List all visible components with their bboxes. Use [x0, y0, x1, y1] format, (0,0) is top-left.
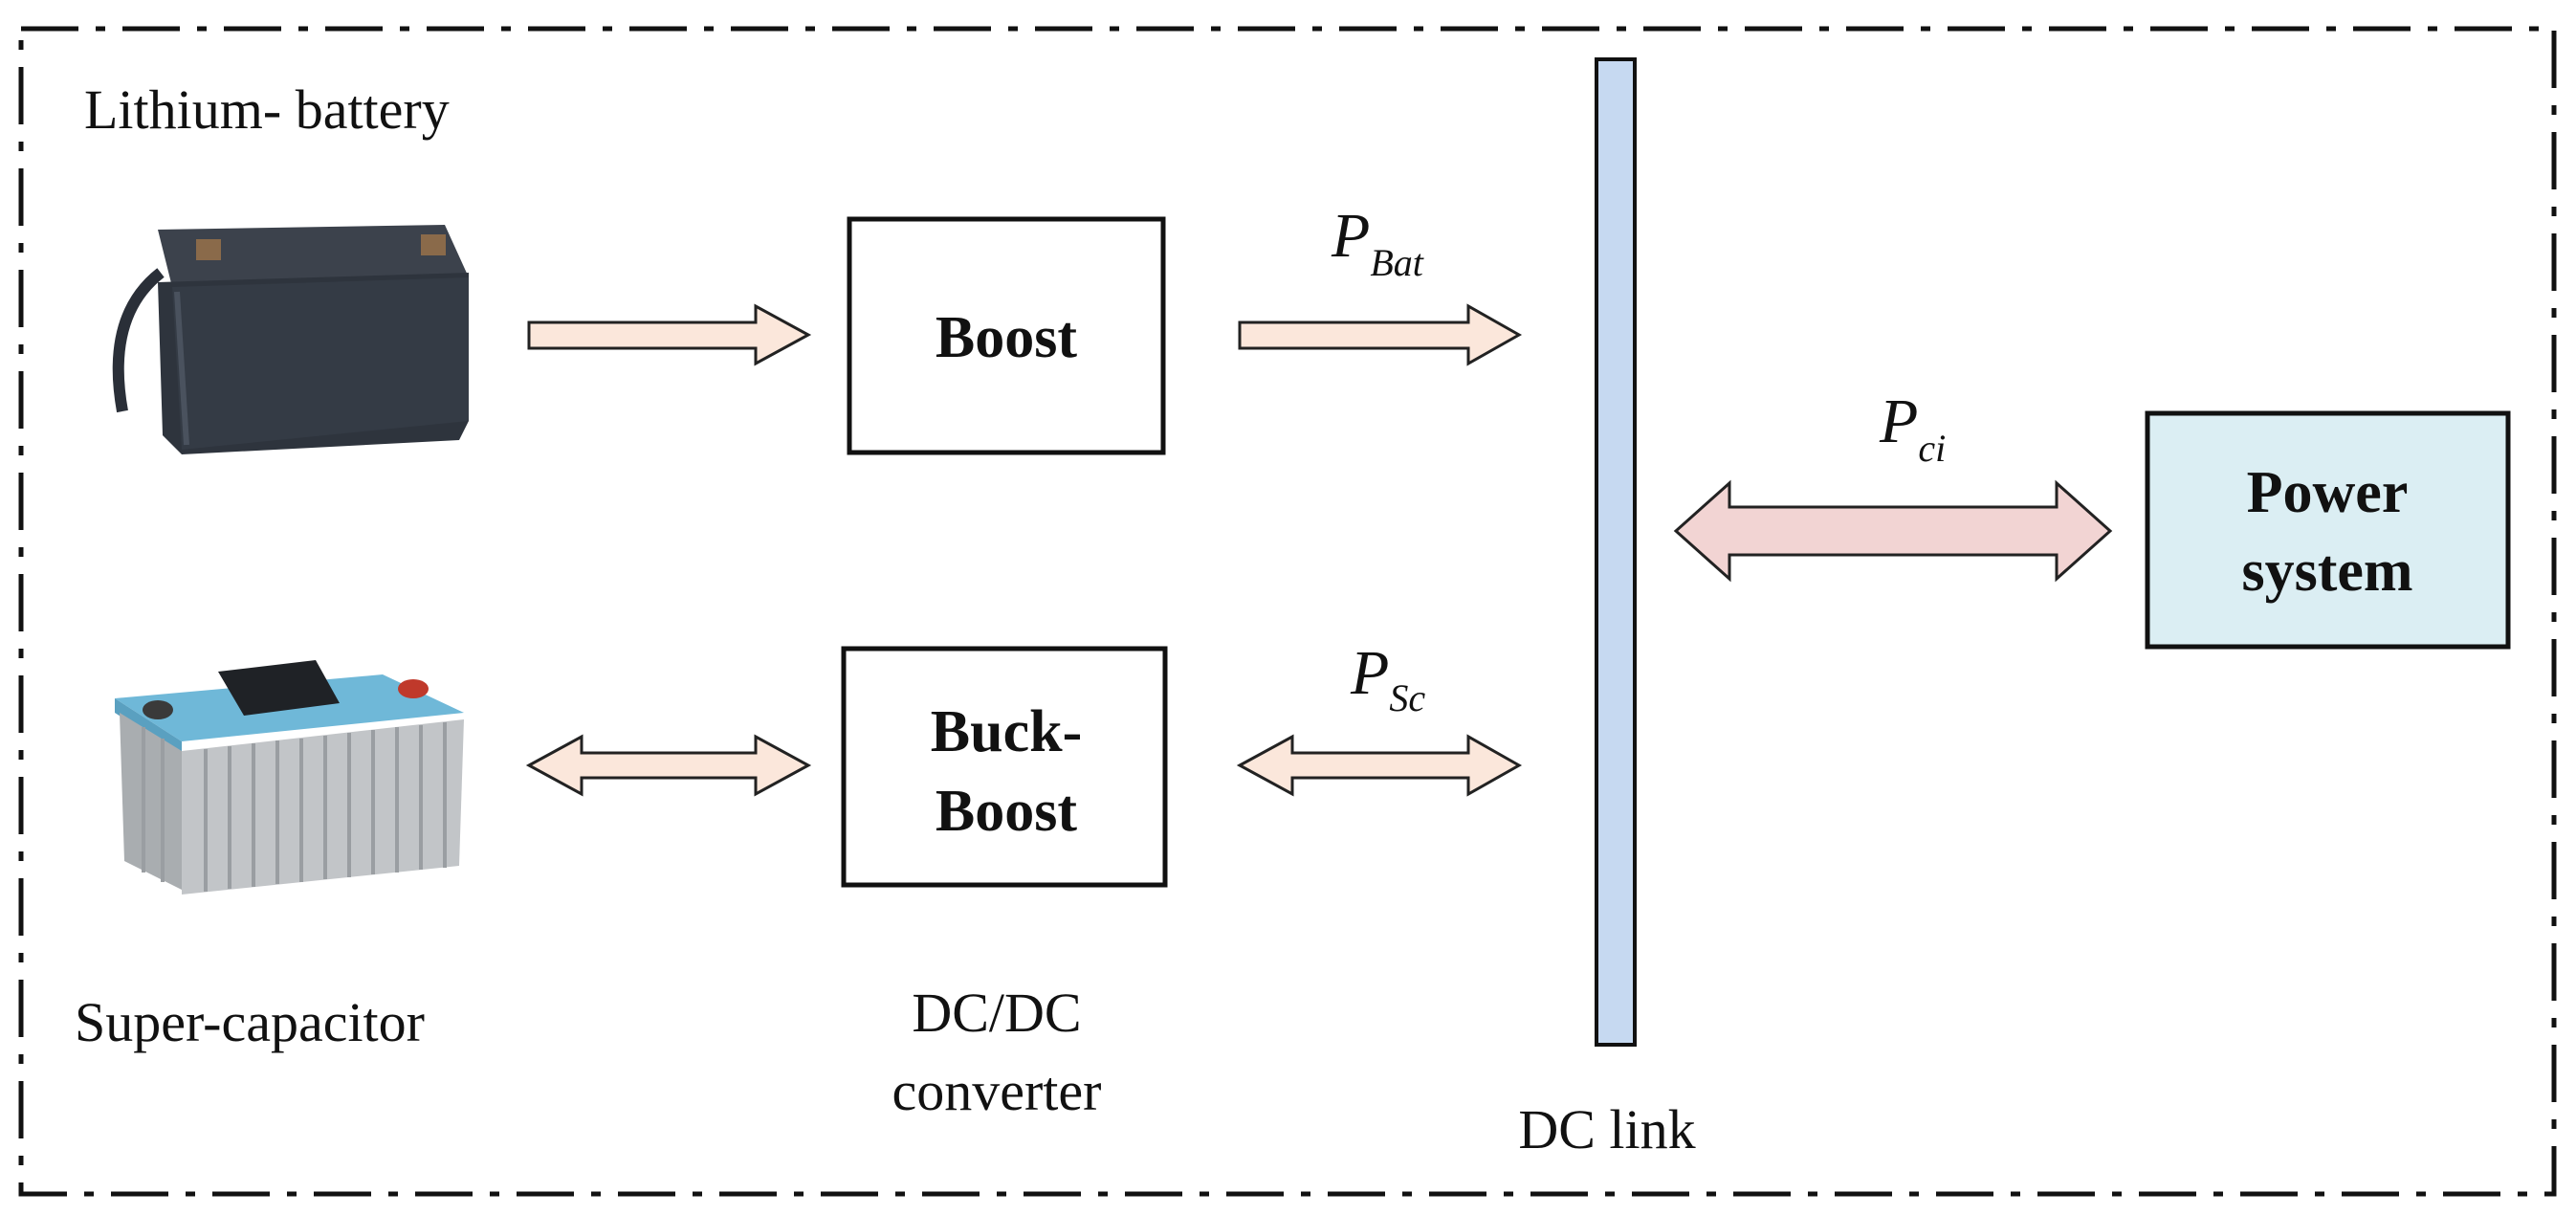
p-ci-symbol: Pci [1879, 387, 1946, 470]
dc-link-label: DC link [1518, 1098, 1695, 1160]
battery-label: Lithium- battery [84, 78, 450, 141]
dcdc-converter-label-line2: converter [892, 1060, 1102, 1122]
system-boundary-frame [18, 26, 2557, 1197]
buck-boost-converter-block [841, 646, 1168, 888]
power-system-label-line2: system [2241, 539, 2412, 604]
boost-label: Boost [936, 305, 1077, 370]
dc-link-bus [1595, 57, 1637, 1047]
boost-converter-block [847, 216, 1166, 455]
buck-boost-label-line2: Boost [936, 779, 1077, 844]
buckboost-dclink-arrow [1236, 734, 1523, 797]
lithium-battery-icon [112, 225, 469, 454]
super-capacitor-icon [115, 660, 464, 895]
boost-to-dclink-arrow [1238, 303, 1523, 366]
dclink-power-system-arrow [1673, 479, 2113, 583]
buck-boost-label-line1: Buck- [931, 699, 1082, 764]
p-bat-symbol: PBat [1331, 201, 1424, 284]
supercap-label: Super-capacitor [75, 991, 425, 1053]
p-sc-symbol: PSc [1350, 638, 1425, 719]
dcdc-converter-label-line1: DC/DC [912, 982, 1081, 1044]
battery-to-boost-arrow [527, 303, 812, 366]
power-system-block [2145, 410, 2511, 650]
power-system-label-line1: Power [2247, 460, 2409, 525]
supercap-buckboost-arrow [525, 734, 812, 797]
